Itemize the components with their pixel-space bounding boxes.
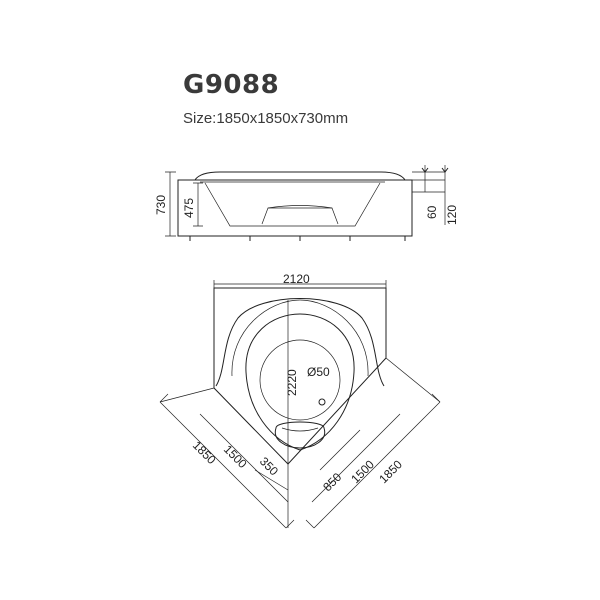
size-label: Size:1850x1850x730mm [183, 110, 349, 127]
top-view-basin-floor [259, 339, 341, 421]
dim-1850-left: 1850 [190, 438, 219, 467]
dim-120: 120 [445, 205, 459, 225]
dim-475-line [193, 182, 203, 227]
side-view-basin [204, 182, 381, 227]
dim-730-line [165, 171, 176, 237]
top-view-seat [274, 421, 326, 449]
dim-2120: 2120 [283, 272, 310, 286]
dim-left-1850 [159, 393, 295, 529]
dim-extensions [159, 357, 441, 528]
side-view-feet [189, 236, 406, 241]
dim-left-350 [254, 469, 289, 491]
side-view [165, 165, 449, 241]
dim-2220: 2220 [285, 369, 299, 396]
top-view-seat-contour [281, 427, 319, 432]
top-view-rim-inner [231, 299, 369, 377]
top-view-outline [213, 287, 387, 465]
top-view-basin [245, 313, 355, 451]
dim-right-1500 [311, 413, 401, 503]
dim-475: 475 [182, 198, 196, 218]
side-view-rim [194, 171, 406, 181]
drain-icon [318, 398, 326, 406]
top-view [159, 280, 441, 529]
dim-drain: Ø50 [307, 365, 330, 379]
top-view-rim [215, 298, 385, 387]
dim-right-lines [424, 165, 446, 225]
dim-right-1850 [305, 393, 441, 529]
side-view-body [177, 179, 413, 237]
dim-60: 60 [425, 205, 439, 219]
dim-2120-line [213, 280, 387, 288]
side-view-seat-curve [267, 205, 333, 209]
side-view-seat [261, 207, 339, 225]
dim-right-ext [412, 171, 445, 193]
dim-730: 730 [154, 195, 168, 215]
model-title: G9088 [183, 70, 280, 100]
dim-left-1500 [199, 413, 289, 503]
dim-right-850 [319, 429, 361, 471]
dim-right-arrows [421, 167, 449, 173]
